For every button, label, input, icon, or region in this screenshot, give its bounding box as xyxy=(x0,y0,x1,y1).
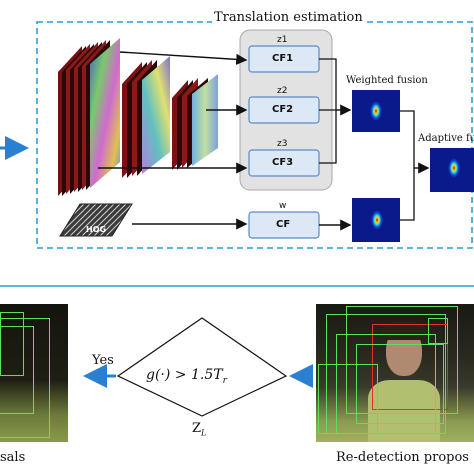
hog-cf-label: CF xyxy=(276,219,291,230)
cf2-key: z2 xyxy=(277,86,288,96)
cf1-key: z1 xyxy=(277,35,288,45)
feature-stack-large xyxy=(58,38,120,196)
cf1-label: CF1 xyxy=(272,53,294,64)
cf3-key: z3 xyxy=(277,139,288,149)
adaptive-fusion-label: Adaptive fusi xyxy=(418,133,474,144)
right-caption: Re-detection propos xyxy=(336,450,469,465)
feature-stack-small xyxy=(172,74,218,170)
z-label: ZL xyxy=(192,421,207,438)
cf3-label: CF3 xyxy=(272,157,294,168)
hog-label: HOG xyxy=(86,225,107,234)
yes-label: Yes xyxy=(92,353,114,368)
feature-stack-medium xyxy=(122,56,170,178)
left-caption: sals xyxy=(0,450,26,465)
result-image xyxy=(0,304,68,442)
cf2-label: CF2 xyxy=(272,104,294,115)
section-title: Translation estimation xyxy=(212,10,365,25)
hog-feature-patch xyxy=(59,203,133,237)
weighted-fusion-label: Weighted fusion xyxy=(346,75,428,86)
redetection-proposals-image xyxy=(316,304,474,442)
decision-condition: g(·) > 1.5Tr xyxy=(146,367,227,386)
decision-diamond xyxy=(116,317,288,417)
hog-cf-key: w xyxy=(279,201,287,211)
